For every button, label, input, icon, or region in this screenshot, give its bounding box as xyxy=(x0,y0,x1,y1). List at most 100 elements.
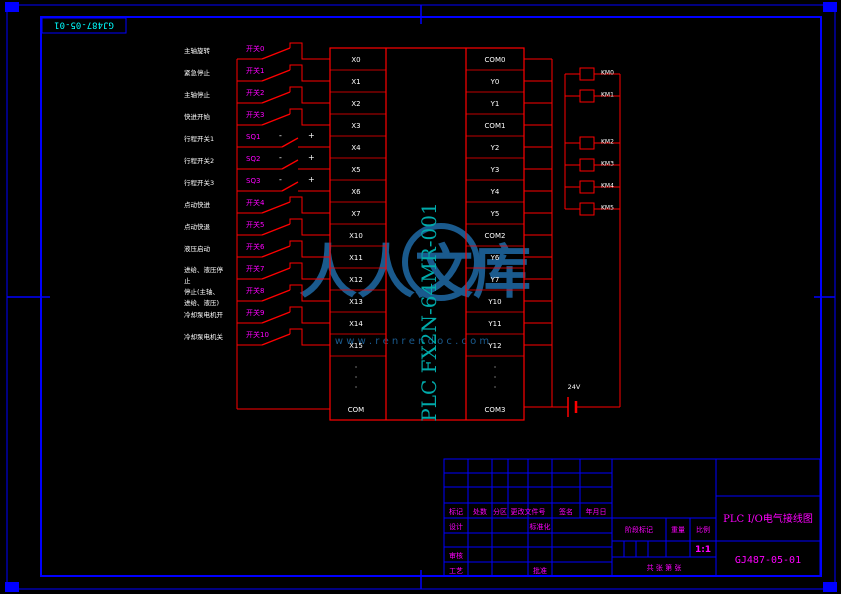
plc-body xyxy=(329,47,525,421)
switch-contact xyxy=(261,113,291,126)
title-block-title: PLC I/O电气接线图 xyxy=(723,512,813,525)
input-row: 点动快退开关5X10 xyxy=(184,218,386,247)
input-description: 进给、液压) xyxy=(184,298,219,307)
switch-arm xyxy=(289,328,330,346)
input-device-label: SQ1 xyxy=(246,133,260,141)
input-ellipsis-dot: · xyxy=(355,363,358,372)
input-row: 主轴停止开关2X2 xyxy=(184,86,386,115)
output-terminal-label: Y1 xyxy=(490,100,500,108)
output-row: Y0 xyxy=(466,78,552,93)
input-description: 进给、液压停 xyxy=(184,265,224,274)
relay-coil xyxy=(579,158,595,172)
output-row: Y1 xyxy=(466,100,552,115)
output-section: COM0Y0Y1COM1Y2Y3Y4Y5COM2Y6Y7Y10Y11Y12KM0… xyxy=(466,56,621,414)
switch-arm xyxy=(289,108,330,126)
switch-arm xyxy=(289,86,330,104)
input-device-label: 开关2 xyxy=(246,88,264,97)
output-com-label: COM3 xyxy=(485,406,506,414)
input-device-label: 开关9 xyxy=(246,308,264,317)
output-ellipsis-dot: · xyxy=(494,363,497,372)
relay-coil xyxy=(579,67,595,81)
output-row: COM2 xyxy=(466,232,552,247)
input-device-label: 开关7 xyxy=(246,264,264,273)
input-terminal-label: X13 xyxy=(349,298,363,306)
input-section: 主轴旋转开关0X0紧急停止开关1X1主轴停止开关2X2快进开始开关3X3行程开关… xyxy=(184,42,386,414)
output-row: Y3 xyxy=(466,166,552,181)
input-terminal-label: X3 xyxy=(351,122,360,130)
input-terminal-label: X15 xyxy=(349,342,363,350)
input-ellipsis-dot: · xyxy=(355,373,358,382)
switch-contact xyxy=(261,69,291,82)
plc-model-label: PLC FX2N-64MR-001 xyxy=(417,202,441,421)
watermark-emblem xyxy=(402,223,480,301)
input-device-label: 开关1 xyxy=(246,66,264,75)
output-terminal-label: Y5 xyxy=(490,210,500,218)
watermark: 人人文库 w w w . r e n r e n d o c . c o m xyxy=(299,223,531,347)
title-block-scale-value: 1:1 xyxy=(695,545,711,555)
coil-label: KM1 xyxy=(601,92,614,99)
input-description: 主轴停止 xyxy=(184,90,211,99)
input-terminal-label: X7 xyxy=(351,210,360,218)
power-label: 24V xyxy=(568,383,581,391)
limit-switch-plus: + xyxy=(308,131,315,140)
switch-contact xyxy=(261,91,291,104)
switch-arm xyxy=(289,42,330,60)
switch-arm xyxy=(289,240,330,258)
input-device-label: 开关10 xyxy=(246,330,269,339)
output-ellipsis-dot: · xyxy=(494,373,497,382)
output-row: Y2 xyxy=(466,144,552,159)
title-block-scale-label: 比例 xyxy=(696,525,710,534)
input-description: 行程开关3 xyxy=(184,178,214,187)
limit-switch-minus: - xyxy=(279,131,282,140)
input-device-label: 开关0 xyxy=(246,44,264,53)
center-marks xyxy=(7,5,835,589)
limit-switch-minus: - xyxy=(279,175,282,184)
input-terminal-label: X4 xyxy=(351,144,361,152)
switch-contact xyxy=(261,245,291,258)
output-terminal-label: COM1 xyxy=(485,122,506,130)
title-block xyxy=(443,458,821,577)
coil-label: KM3 xyxy=(601,161,614,168)
switch-contact xyxy=(261,333,291,346)
switch-contact xyxy=(261,201,291,214)
switch-contact xyxy=(261,223,291,236)
title-block-code: GJ487-05-01 xyxy=(735,555,801,566)
input-device-label: 开关8 xyxy=(246,286,264,295)
coil-label: KM5 xyxy=(601,205,614,212)
output-row: Y12 xyxy=(466,342,552,357)
drawing-code-rotated: GJ487-05-01 xyxy=(54,20,114,30)
output-row: Y6 xyxy=(466,254,552,269)
coil-label: KM4 xyxy=(601,183,614,190)
input-description: 冷却泵电机开 xyxy=(184,310,224,319)
input-device-label: SQ3 xyxy=(246,177,260,185)
corner-marks xyxy=(5,2,837,592)
input-terminal-label: X0 xyxy=(351,56,360,64)
relay-coil xyxy=(579,136,595,150)
drawing-code-box: GJ487-05-01 xyxy=(41,17,127,34)
sign-row-header: 年月日 xyxy=(586,507,607,516)
relay-coil xyxy=(579,180,595,194)
input-device-label: 开关3 xyxy=(246,110,264,119)
switch-contact xyxy=(261,289,291,302)
title-block-row-process: 工艺 xyxy=(449,567,463,575)
title-block-sheets: 共 张 第 张 xyxy=(647,563,682,572)
output-terminal-label: COM2 xyxy=(485,232,506,240)
input-description: 液压启动 xyxy=(184,244,211,253)
input-description: 紧急停止 xyxy=(184,68,211,77)
output-terminal-label: Y2 xyxy=(490,144,500,152)
input-terminal-label: X14 xyxy=(349,320,363,328)
title-block-row-design: 设计 xyxy=(449,522,463,531)
output-terminal-label: Y7 xyxy=(490,276,500,284)
title-block-stage-label: 阶段标记 xyxy=(625,525,653,534)
input-description: 冷却泵电机关 xyxy=(184,332,224,341)
limit-switch-plus: + xyxy=(308,153,315,162)
limit-switch-plus: + xyxy=(308,175,315,184)
output-row: Y7 xyxy=(466,276,552,291)
output-terminal-label: COM0 xyxy=(485,56,506,64)
